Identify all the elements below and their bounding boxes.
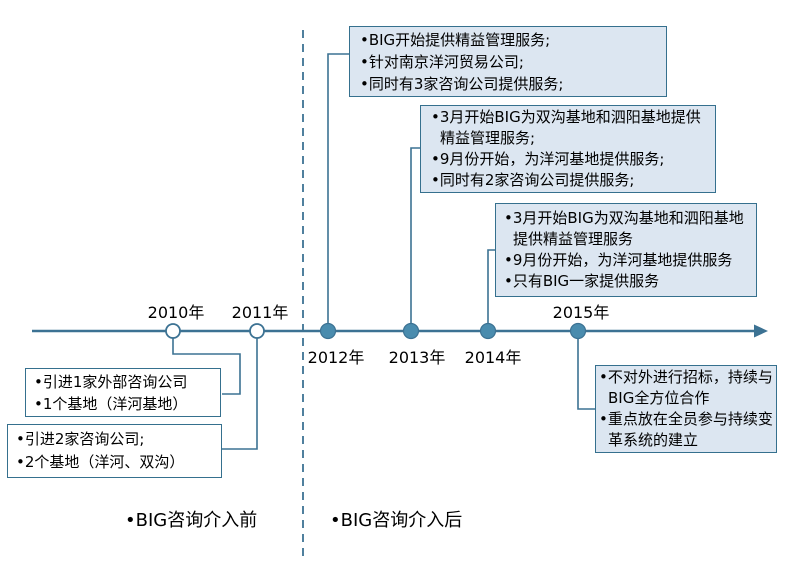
bullet-item: •不对外进行招标，持续与BIG全方位合作 bbox=[599, 368, 773, 407]
connector-2012 bbox=[327, 53, 350, 331]
connector-2014 bbox=[487, 249, 496, 331]
connector-2013 bbox=[410, 147, 421, 331]
bullet-item: •引进1家外部咨询公司 bbox=[34, 372, 188, 391]
marker-2013 bbox=[402, 322, 420, 340]
bullet-item: •3月开始BIG为双沟基地和泗阳基地提供精益管理服务 bbox=[504, 209, 744, 248]
year-label-2011: 2011年 bbox=[231, 303, 289, 322]
bullet-item: •只有BIG一家提供服务 bbox=[504, 272, 660, 290]
bullet-item: •重点放在全员参与持续变革系统的建立 bbox=[599, 410, 773, 449]
bullet-item: •针对南京洋河贸易公司; bbox=[360, 52, 524, 71]
bullet-item: •9月份开始，为洋河基地提供服务 bbox=[504, 251, 733, 269]
year-label-2012: 2012年 bbox=[307, 348, 365, 367]
marker-2010 bbox=[165, 323, 181, 339]
connector-2015 bbox=[577, 338, 596, 410]
bullet-item: •同时有2家咨询公司提供服务; bbox=[431, 171, 635, 189]
event-box-2014: •3月开始BIG为双沟基地和泗阳基地提供精益管理服务 •9月份开始，为洋河基地提… bbox=[495, 203, 757, 297]
bullet-item: •3月开始BIG为双沟基地和泗阳基地提供精益管理服务; bbox=[431, 108, 701, 147]
bullet-item: •2个基地（洋河、双沟） bbox=[16, 453, 185, 471]
phase-label-after: •BIG咨询介入后 bbox=[330, 510, 463, 531]
event-box-2013: •3月开始BIG为双沟基地和泗阳基地提供精益管理服务; •9月份开始，为洋河基地… bbox=[420, 105, 716, 193]
bullet-item: •引进2家咨询公司; bbox=[16, 430, 145, 448]
bullet-item: •1个基地（洋河基地） bbox=[34, 394, 188, 413]
marker-2011 bbox=[249, 323, 265, 339]
year-label-2013: 2013年 bbox=[388, 348, 446, 367]
connector-2010 bbox=[172, 338, 241, 395]
event-box-2015: •不对外进行招标，持续与BIG全方位合作 •重点放在全员参与持续变革系统的建立 bbox=[595, 365, 777, 453]
event-box-2011: •引进2家咨询公司; •2个基地（洋河、双沟） bbox=[7, 424, 222, 478]
event-box-2010: •引进1家外部咨询公司 •1个基地（洋河基地） bbox=[25, 368, 221, 417]
bullet-item: •BIG开始提供精益管理服务; bbox=[360, 30, 551, 49]
bullet-item: •9月份开始，为洋河基地提供服务; bbox=[431, 150, 665, 168]
phase-label-before: •BIG咨询介入前 bbox=[125, 510, 258, 531]
year-label-2010: 2010年 bbox=[147, 303, 205, 322]
bullet-item: •同时有3家咨询公司提供服务; bbox=[360, 74, 564, 93]
marker-2014 bbox=[479, 322, 497, 340]
axis-arrowhead-icon bbox=[754, 324, 768, 338]
connector-2011 bbox=[222, 338, 258, 450]
marker-2012 bbox=[319, 322, 337, 340]
year-label-2015: 2015年 bbox=[552, 303, 610, 322]
marker-2015 bbox=[569, 322, 587, 340]
event-box-2012: •BIG开始提供精益管理服务; •针对南京洋河贸易公司; •同时有3家咨询公司提… bbox=[349, 26, 667, 97]
year-label-2014: 2014年 bbox=[464, 348, 522, 367]
